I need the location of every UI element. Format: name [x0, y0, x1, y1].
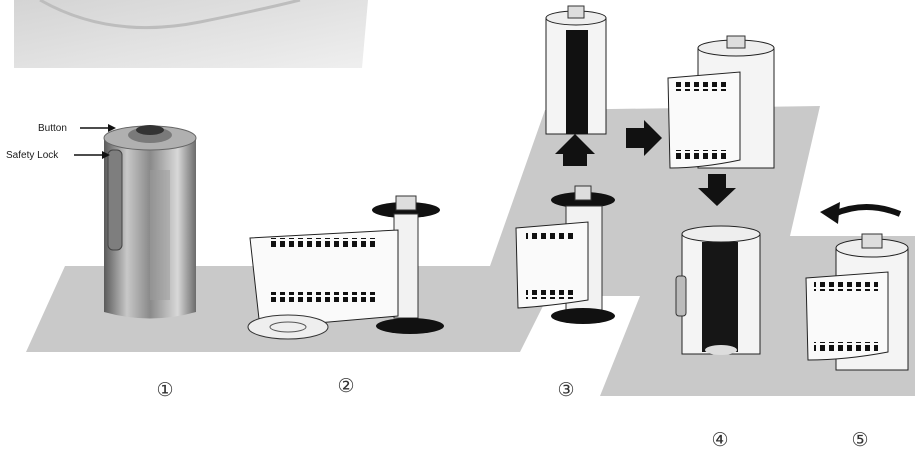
step3-open-canister: [546, 6, 606, 134]
step-number-5: ⑤: [851, 429, 868, 451]
step1-canister: [104, 125, 196, 319]
step3-assembled-canister: [668, 36, 774, 168]
rotation-arrow: [820, 202, 900, 224]
safety-lock-callout: Safety Lock: [6, 150, 110, 161]
step-number-1: ①: [156, 379, 173, 401]
step-number-3: ③: [557, 379, 574, 401]
step4-empty-canister: [676, 226, 760, 355]
hands-photo-fragment: [14, 0, 368, 68]
button-callout: Button: [38, 123, 116, 134]
step2-spool-film: [248, 196, 444, 339]
safety-lock-label: Safety Lock: [6, 150, 59, 161]
step-number-2: ②: [337, 375, 354, 397]
safety-lock-clip: [108, 150, 122, 250]
button-label: Button: [38, 123, 67, 134]
step-number-4: ④: [711, 429, 728, 451]
